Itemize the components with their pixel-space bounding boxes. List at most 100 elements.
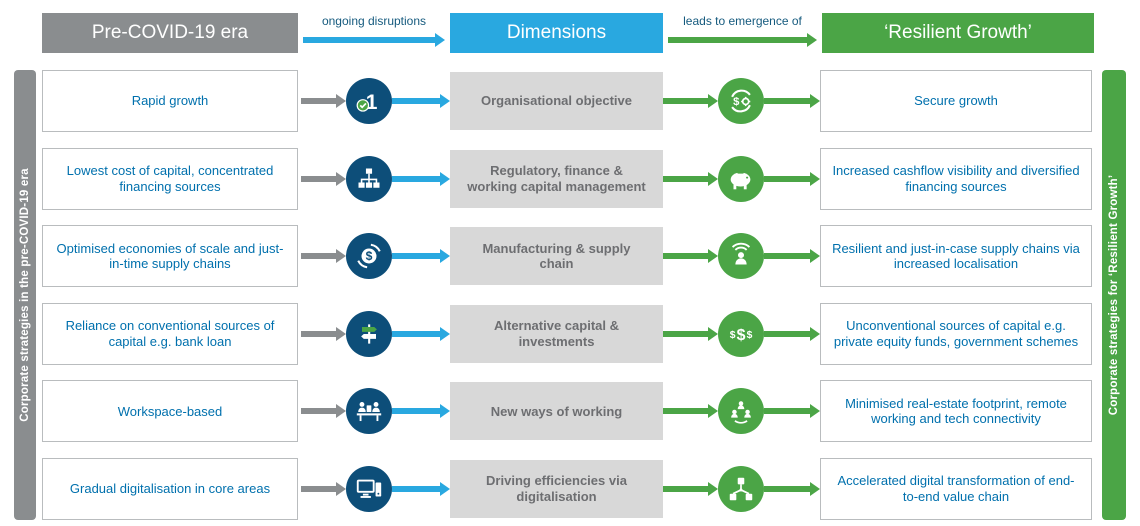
dimension-text: New ways of working bbox=[490, 403, 623, 419]
post-strategy-box: Unconventional sources of capital e.g. p… bbox=[820, 302, 1092, 365]
ongoing-disruptions-label: ongoing disruptions bbox=[321, 14, 427, 28]
blue-arrow-icon bbox=[392, 171, 450, 186]
pre-strategy-text: Rapid growth bbox=[131, 93, 209, 109]
row-new-ways-of-working: Workspace-based New ways of working Mini… bbox=[42, 380, 1094, 443]
post-strategy-text: Accelerated digital transformation of en… bbox=[837, 473, 1075, 504]
pre-strategy-text: Optimised economies of scale and just-in… bbox=[56, 240, 284, 272]
header-resilient-growth-label: ‘Resilient Growth’ bbox=[884, 22, 1032, 43]
row-regulatory-finance: Lowest cost of capital, concentrated fin… bbox=[42, 147, 1094, 210]
post-strategy-box: Resilient and just-in-case supply chains… bbox=[820, 225, 1092, 288]
dollar-gear-cycle-icon: $ bbox=[718, 78, 764, 124]
header-pre-covid-era-label: Pre-COVID-19 era bbox=[91, 22, 249, 43]
left-sidebar-pre-covid-strategies: Corporate strategies in the pre-COVID-19… bbox=[14, 70, 36, 520]
dimension-text: Regulatory, finance & working capital ma… bbox=[467, 163, 646, 194]
blue-arrow-icon bbox=[392, 404, 450, 419]
multi-dollar-icon: $$$ bbox=[718, 310, 764, 357]
post-strategy-text: Unconventional sources of capital e.g. p… bbox=[833, 318, 1079, 349]
dimension-box: Regulatory, finance & working capital ma… bbox=[450, 149, 663, 208]
green-arrow-icon bbox=[764, 171, 820, 186]
dollar-recycle-icon: $ bbox=[346, 233, 392, 280]
pre-strategy-box: Workspace-based bbox=[42, 380, 298, 443]
row-organisational-objective: Rapid growth 1 Organisational objective … bbox=[42, 70, 1094, 132]
green-arrow-icon bbox=[764, 94, 820, 108]
org-hierarchy-icon bbox=[346, 155, 392, 202]
pre-strategy-box: Gradual digitalisation in core areas bbox=[42, 457, 298, 520]
post-strategy-text: Increased cashflow visibility and divers… bbox=[832, 163, 1080, 194]
dimension-box: Driving efficiencies via digitalisation bbox=[450, 459, 663, 518]
post-strategy-text: Secure growth bbox=[914, 93, 998, 109]
post-strategy-box: Secure growth bbox=[820, 70, 1092, 132]
blue-arrow-icon bbox=[303, 32, 445, 48]
pre-strategy-text: Lowest cost of capital, concentrated fin… bbox=[66, 163, 274, 194]
gray-arrow-icon bbox=[298, 249, 346, 264]
row-digitalisation: Gradual digitalisation in core areas Dri… bbox=[42, 457, 1094, 520]
green-arrow-icon bbox=[663, 326, 718, 341]
gray-arrow-icon bbox=[298, 94, 346, 108]
svg-text:$: $ bbox=[366, 249, 373, 263]
dimension-box: Manufacturing & supply chain bbox=[450, 227, 663, 286]
pre-strategy-box: Rapid growth bbox=[42, 70, 298, 132]
green-arrow-icon bbox=[764, 249, 820, 264]
pre-strategy-text: Workspace-based bbox=[117, 403, 223, 419]
pre-strategy-box: Lowest cost of capital, concentrated fin… bbox=[42, 147, 298, 210]
green-arrow-icon bbox=[764, 404, 820, 419]
right-sidebar-resilient-strategies: Corporate strategies for ‘Resilient Grow… bbox=[1102, 70, 1126, 520]
svg-text:$: $ bbox=[733, 96, 740, 108]
dimension-text: Manufacturing & supply chain bbox=[482, 240, 631, 272]
pre-strategy-box: Optimised economies of scale and just-in… bbox=[42, 225, 298, 288]
person-broadcast-icon bbox=[718, 233, 764, 280]
green-arrow-icon bbox=[663, 249, 718, 264]
green-arrow-icon bbox=[663, 481, 718, 496]
green-arrow-icon bbox=[663, 404, 718, 419]
post-strategy-box: Increased cashflow visibility and divers… bbox=[820, 147, 1092, 210]
blue-arrow-icon bbox=[392, 481, 450, 496]
green-arrow-icon bbox=[764, 326, 820, 341]
post-strategy-box: Minimised real-estate footprint, remote … bbox=[820, 380, 1092, 443]
right-sidebar-label: Corporate strategies for ‘Resilient Grow… bbox=[1108, 174, 1120, 416]
dimension-text: Alternative capital & investments bbox=[494, 318, 619, 349]
header-arrow-ongoing-disruptions: ongoing disruptions bbox=[300, 13, 448, 53]
svg-text:$: $ bbox=[737, 327, 746, 344]
pre-strategy-text: Reliance on conventional sources of capi… bbox=[65, 318, 275, 349]
header-dimensions-label: Dimensions bbox=[506, 22, 607, 43]
workstations-icon bbox=[346, 388, 392, 435]
strategy-rows: Rapid growth 1 Organisational objective … bbox=[42, 70, 1094, 520]
dimension-text: Organisational objective bbox=[481, 93, 632, 109]
pre-strategy-box: Reliance on conventional sources of capi… bbox=[42, 302, 298, 365]
header-pre-covid-era: Pre-COVID-19 era bbox=[42, 13, 298, 53]
gray-arrow-icon bbox=[298, 481, 346, 496]
green-arrow-icon bbox=[663, 94, 718, 108]
svg-text:$: $ bbox=[747, 330, 753, 341]
blue-arrow-icon bbox=[392, 249, 450, 264]
dimension-box: Alternative capital & investments bbox=[450, 304, 663, 363]
gray-arrow-icon bbox=[298, 404, 346, 419]
green-arrow-icon bbox=[663, 171, 718, 186]
piggy-bank-icon bbox=[718, 155, 764, 202]
blue-arrow-icon bbox=[392, 326, 450, 341]
gray-arrow-icon bbox=[298, 326, 346, 341]
row-alternative-capital: Reliance on conventional sources of capi… bbox=[42, 302, 1094, 365]
dimension-text: Driving efficiencies via digitalisation bbox=[486, 473, 627, 504]
header-dimensions: Dimensions bbox=[450, 13, 663, 53]
dimension-box: Organisational objective bbox=[450, 72, 663, 130]
dimension-box: New ways of working bbox=[450, 382, 663, 441]
pre-strategy-text: Gradual digitalisation in core areas bbox=[69, 481, 271, 497]
signpost-icon bbox=[346, 310, 392, 357]
svg-text:1: 1 bbox=[366, 91, 378, 114]
green-arrow-icon bbox=[668, 32, 817, 48]
header-arrow-leads-to-emergence: leads to emergence of bbox=[665, 13, 820, 53]
leads-to-emergence-label: leads to emergence of bbox=[683, 14, 802, 28]
team-network-icon bbox=[718, 388, 764, 435]
blue-arrow-icon bbox=[392, 94, 450, 108]
post-strategy-text: Minimised real-estate footprint, remote … bbox=[845, 395, 1067, 427]
svg-text:$: $ bbox=[730, 330, 736, 341]
post-strategy-text: Resilient and just-in-case supply chains… bbox=[832, 240, 1080, 272]
green-arrow-icon bbox=[764, 481, 820, 496]
row-manufacturing-supply-chain: Optimised economies of scale and just-in… bbox=[42, 225, 1094, 288]
left-sidebar-label: Corporate strategies in the pre-COVID-19… bbox=[19, 168, 31, 422]
post-strategy-box: Accelerated digital transformation of en… bbox=[820, 457, 1092, 520]
connected-nodes-icon bbox=[718, 465, 764, 512]
rank-one-check-icon: 1 bbox=[346, 78, 392, 124]
gray-arrow-icon bbox=[298, 171, 346, 186]
